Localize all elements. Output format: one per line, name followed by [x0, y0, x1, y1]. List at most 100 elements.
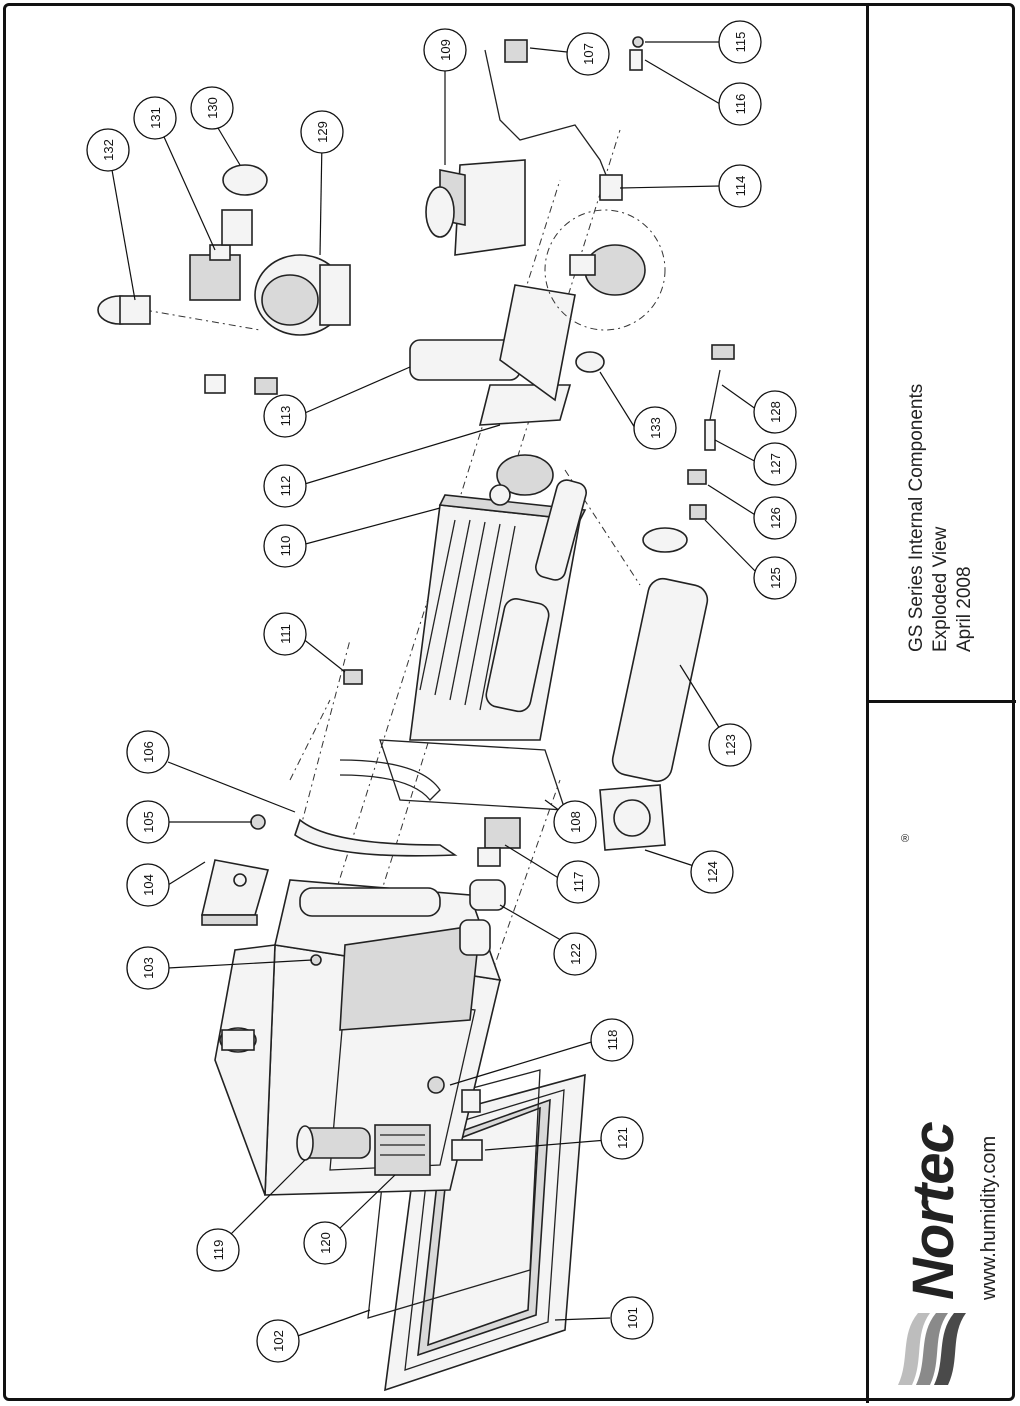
title-line-3: April 2008 [954, 566, 975, 652]
ignitor-assembly [687, 344, 735, 520]
callout-131: 131 [133, 96, 177, 140]
svg-text:121: 121 [615, 1127, 630, 1149]
callout-118: 118 [590, 1018, 634, 1062]
sensor-111 [343, 669, 363, 685]
svg-text:125: 125 [768, 567, 783, 589]
title-line-1: GS Series Internal Components [906, 383, 927, 652]
flue-113 [409, 284, 576, 402]
callout-108: 108 [553, 800, 597, 844]
title-block-separator [866, 700, 1016, 703]
svg-text:120: 120 [318, 1232, 333, 1254]
svg-text:111: 111 [278, 624, 293, 644]
callout-128: 128 [753, 390, 797, 434]
svg-text:105: 105 [141, 811, 156, 833]
fitting-115 [632, 36, 644, 48]
callout-121: 121 [600, 1116, 644, 1160]
svg-text:118: 118 [605, 1030, 620, 1051]
svg-text:122: 122 [568, 943, 583, 965]
brand-url: www.humidity.com [978, 1135, 1000, 1300]
svg-text:113: 113 [278, 406, 293, 427]
callout-122: 122 [553, 932, 597, 976]
solenoid-valve-117 [477, 817, 521, 867]
svg-text:128: 128 [768, 401, 783, 423]
callout-130: 130 [190, 86, 234, 130]
svg-text:106: 106 [141, 741, 156, 763]
pressure-switch-130 [221, 164, 268, 246]
callout-112: 112 [263, 464, 307, 508]
junction-box-104 [200, 859, 270, 926]
svg-text:124: 124 [705, 861, 720, 883]
plug-116 [629, 49, 643, 71]
callout-105: 105 [126, 800, 170, 844]
svg-text:114: 114 [733, 176, 748, 197]
svg-text:102: 102 [271, 1330, 286, 1352]
svg-text:110: 110 [278, 536, 293, 557]
brand-name: Nortec [901, 1122, 966, 1300]
svg-text:116: 116 [733, 94, 748, 115]
callout-103: 103 [126, 946, 170, 990]
callout-104: 104 [126, 863, 170, 907]
tube-122a [299, 887, 441, 917]
valve-118b [461, 1089, 481, 1113]
svg-text:101: 101 [625, 1307, 640, 1329]
elbow-122 [459, 879, 506, 956]
clamp-105 [250, 814, 266, 830]
exploded-view-diagram: 101 102 103 104 105 106 107 108 109 110 … [86, 20, 797, 1392]
callout-129: 129 [300, 110, 344, 154]
callout-119: 119 [196, 1228, 240, 1272]
gas-piping-114 [484, 39, 623, 201]
title-line-2: Exploded View [930, 526, 951, 652]
blower-129 [254, 254, 351, 336]
callout-113: 113 [263, 394, 307, 438]
callout-114: 114 [718, 164, 762, 208]
svg-text:126: 126 [768, 507, 783, 529]
svg-text:119: 119 [211, 1240, 226, 1261]
heater-120 [374, 1124, 431, 1176]
svg-text:123: 123 [723, 734, 738, 756]
fitting-118 [427, 1076, 445, 1094]
registered-mark: ® [901, 833, 910, 845]
callout-117: 117 [556, 860, 600, 904]
ring-133 [575, 351, 605, 373]
svg-text:108: 108 [568, 811, 583, 833]
title-block-divider [866, 3, 869, 1403]
callout-126: 126 [753, 496, 797, 540]
callout-127: 127 [753, 442, 797, 486]
callout-109: 109 [423, 28, 467, 72]
svg-text:129: 129 [315, 121, 330, 143]
callout-107: 107 [566, 32, 610, 76]
burner-detail [569, 244, 646, 296]
hose-106 [294, 818, 458, 857]
callout-115: 115 [718, 20, 762, 64]
blower-enclosure-109 [425, 159, 526, 256]
svg-text:115: 115 [733, 32, 748, 53]
callout-110: 110 [263, 524, 307, 568]
callout-125: 125 [753, 556, 797, 600]
pump-119 [296, 1125, 371, 1161]
callout-133: 133 [633, 406, 677, 450]
wave-logo-icon [898, 1313, 966, 1385]
callout-120: 120 [303, 1221, 347, 1265]
callout-106: 106 [126, 730, 170, 774]
svg-text:107: 107 [581, 43, 596, 65]
svg-text:127: 127 [768, 453, 783, 475]
svg-text:109: 109 [438, 39, 453, 61]
svg-text:103: 103 [141, 957, 156, 979]
venturi-132 [97, 295, 278, 395]
callout-111: 111 [263, 612, 307, 656]
callout-123: 123 [708, 723, 752, 767]
callout-102: 102 [256, 1319, 300, 1363]
flange-124 [599, 784, 666, 851]
callout-101: 101 [610, 1296, 654, 1340]
svg-text:132: 132 [101, 139, 116, 161]
detail-circle [544, 209, 666, 331]
drawing-title: GS Series Internal Components Exploded V… [905, 384, 977, 652]
svg-text:133: 133 [648, 417, 663, 439]
drain-plate-121 [451, 1139, 483, 1161]
svg-text:104: 104 [141, 874, 156, 896]
svg-text:130: 130 [205, 97, 220, 119]
callout-132: 132 [86, 128, 130, 172]
svg-text:112: 112 [278, 476, 293, 497]
screw-103 [310, 954, 322, 966]
